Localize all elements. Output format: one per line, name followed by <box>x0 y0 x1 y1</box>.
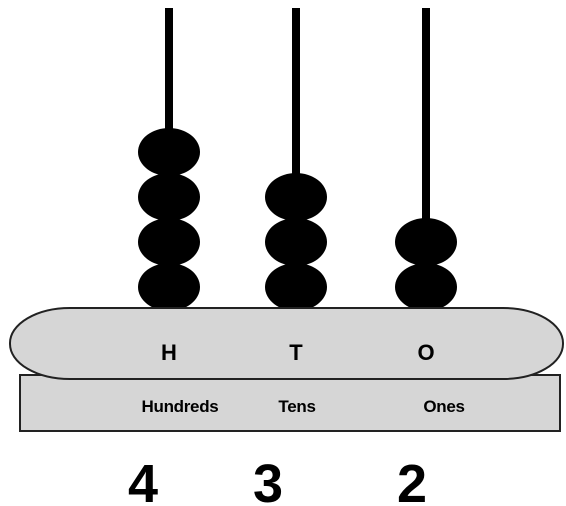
digit-hundreds: 4 <box>128 454 158 506</box>
digit-tens: 3 <box>253 454 283 506</box>
bead-ones-1 <box>395 263 457 311</box>
place-letter-ones: O <box>417 340 434 365</box>
place-name-tens: Tens <box>278 397 315 416</box>
bead-tens-1 <box>265 263 327 311</box>
bead-hundreds-2 <box>138 218 200 266</box>
place-name-hundreds: Hundreds <box>142 397 219 416</box>
bead-hundreds-1 <box>138 263 200 311</box>
bead-hundreds-3 <box>138 173 200 221</box>
bead-tens-3 <box>265 173 327 221</box>
bead-ones-2 <box>395 218 457 266</box>
bead-tens-2 <box>265 218 327 266</box>
beads <box>138 128 457 311</box>
place-name-ones: Ones <box>423 397 464 416</box>
place-letter-hundreds: H <box>161 340 177 365</box>
abacus-base-pill <box>9 307 564 380</box>
place-letter-tens: T <box>289 340 303 365</box>
bead-hundreds-4 <box>138 128 200 176</box>
digit-ones: 2 <box>397 454 427 506</box>
